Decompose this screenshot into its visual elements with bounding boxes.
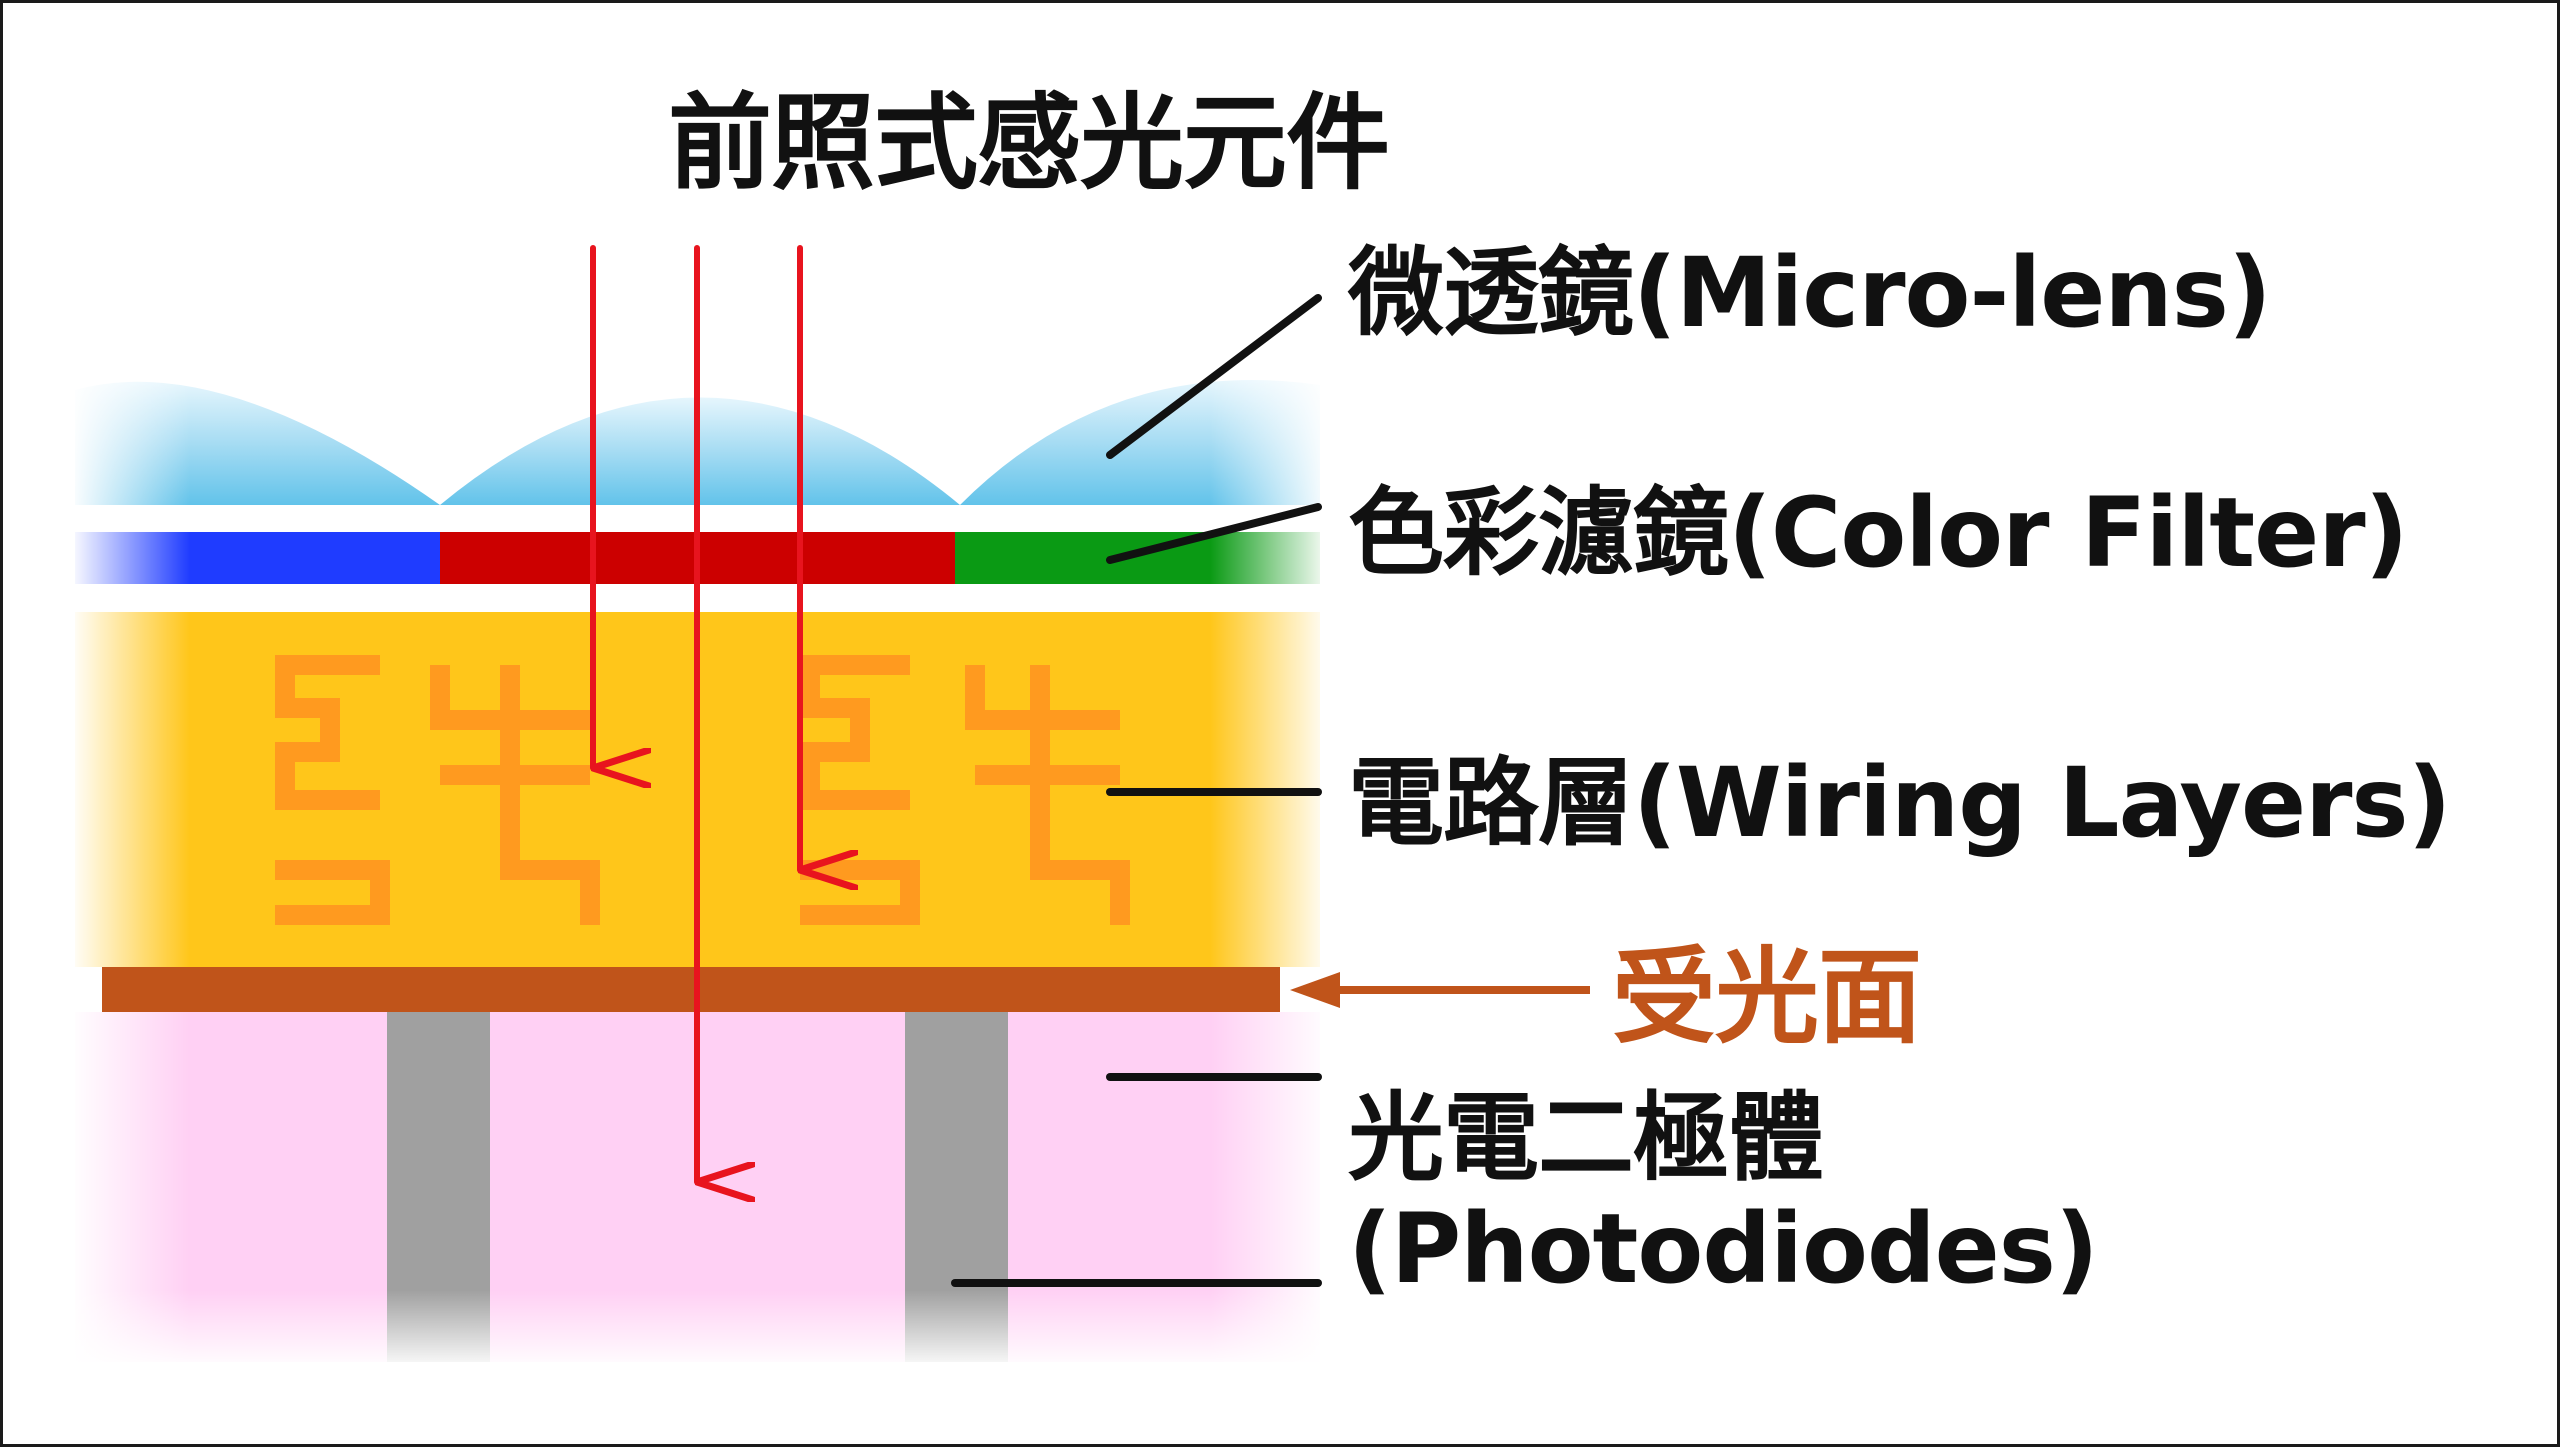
micro-lens-label: 微透鏡(Micro-lens) xyxy=(1348,237,2272,349)
wiring-traces xyxy=(275,655,1130,925)
photodiodes-label-en: (Photodiodes) xyxy=(1348,1193,2099,1305)
fade-right xyxy=(1210,370,1330,1370)
fade-left xyxy=(70,370,190,1370)
leader-color-filter xyxy=(1106,503,1322,564)
leader-lines xyxy=(951,294,1322,1287)
surface-pointer-head xyxy=(1290,972,1340,1008)
fade-bottom xyxy=(70,1290,1330,1370)
surface-pointer xyxy=(1290,972,1590,1008)
light-receiving-surface xyxy=(102,967,1280,1012)
photodiodes-label-zh: 光電二極體 xyxy=(1348,1082,1824,1194)
leader-micro-lens xyxy=(1106,294,1322,459)
light-receiving-surface-label: 受光面 xyxy=(1612,936,1922,1058)
color-filter-label: 色彩濾鏡(Color Filter) xyxy=(1348,477,2409,589)
diagram-title: 前照式感光元件 xyxy=(668,82,1390,204)
light-rays xyxy=(590,245,800,1182)
wiring-layers-label: 電路層(Wiring Layers) xyxy=(1348,747,2451,859)
